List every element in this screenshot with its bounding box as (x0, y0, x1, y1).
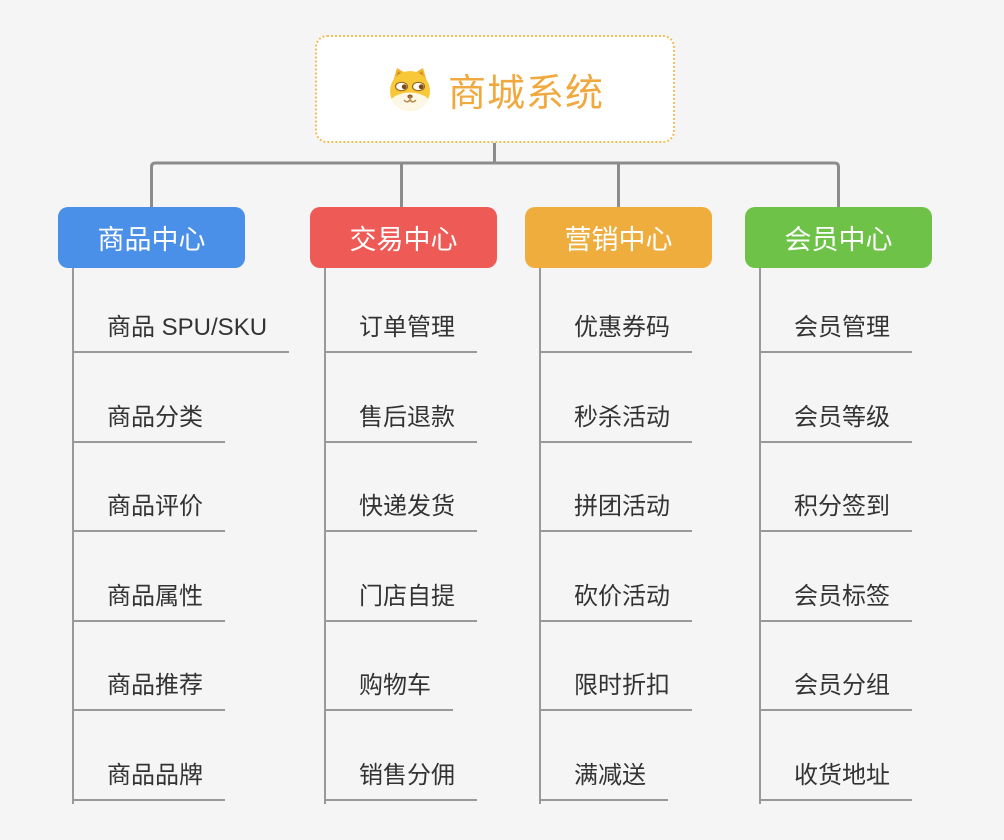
root-title: 商城系统 (447, 72, 604, 115)
branch-trunk-line (539, 268, 541, 804)
branch-item[interactable]: 销售分佣 (324, 761, 477, 801)
branch-item[interactable]: 商品分类 (72, 403, 225, 443)
branch-item[interactable]: 满减送 (539, 761, 668, 801)
branch-label: 交易中心 (349, 225, 458, 255)
branch-item[interactable]: 优惠券码 (539, 313, 692, 353)
root-node[interactable]: 商城系统 (315, 35, 675, 143)
branch-item[interactable]: 收货地址 (759, 761, 912, 801)
dog-face-icon (389, 68, 430, 111)
branch-item[interactable]: 订单管理 (324, 313, 477, 353)
branch-item[interactable]: 快递发货 (324, 492, 477, 532)
branch-node-marketing[interactable]: 营销中心 (525, 207, 712, 268)
branch-item[interactable]: 拼团活动 (539, 492, 692, 532)
branch-trunk-line (759, 268, 761, 804)
branch-item[interactable]: 商品属性 (72, 582, 225, 622)
branch-goods: 商品中心 商品 SPU/SKU 商品分类商品评价商品属性商品推荐商品品牌 (58, 207, 290, 807)
branch-item[interactable]: 会员标签 (759, 582, 912, 622)
branch-item[interactable]: 会员分组 (759, 671, 912, 711)
branch-item[interactable]: 商品 SPU/SKU (72, 313, 290, 353)
branch-item[interactable]: 积分签到 (759, 492, 912, 532)
branch-node-member[interactable]: 会员中心 (745, 207, 932, 268)
branch-item[interactable]: 砍价活动 (539, 582, 692, 622)
branch-node-trade[interactable]: 交易中心 (310, 207, 497, 268)
branch-item[interactable]: 会员等级 (759, 403, 912, 443)
branch-label: 营销中心 (564, 225, 673, 255)
branch-label: 会员中心 (784, 225, 893, 255)
branch-rail-line (150, 161, 840, 207)
branch-label: 商品中心 (97, 225, 206, 255)
branch-trunk-line (72, 268, 74, 804)
branch-node-goods[interactable]: 商品中心 (58, 207, 245, 268)
branch-item[interactable]: 限时折扣 (539, 671, 692, 711)
branch-item[interactable]: 会员管理 (759, 313, 912, 353)
branch-item[interactable]: 购物车 (324, 671, 453, 711)
branch-trunk-line (324, 268, 326, 804)
branch-marketing: 营销中心 优惠券码秒杀活动拼团活动砍价活动限时折扣满减送 (525, 207, 712, 807)
branch-item[interactable]: 门店自提 (324, 582, 477, 622)
branch-item[interactable]: 秒杀活动 (539, 403, 692, 443)
branch-item[interactable]: 商品推荐 (72, 671, 225, 711)
branch-member: 会员中心 会员管理会员等级积分签到会员标签会员分组收货地址 (745, 207, 932, 807)
branch-item[interactable]: 商品品牌 (72, 761, 225, 801)
branch-item[interactable]: 售后退款 (324, 403, 477, 443)
branch-item[interactable]: 商品评价 (72, 492, 225, 532)
branch-trade: 交易中心 订单管理售后退款快递发货门店自提购物车销售分佣 (310, 207, 497, 807)
